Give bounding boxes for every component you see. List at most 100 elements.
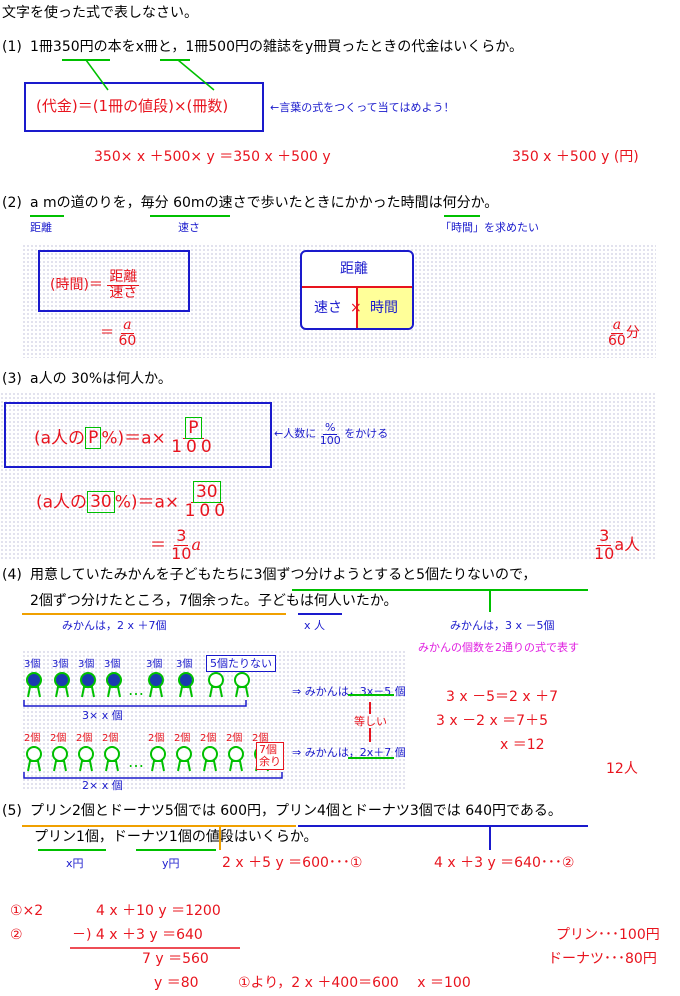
q2-label-want: 「時間」を求めたい — [440, 221, 539, 234]
q1-number: (1) — [2, 39, 22, 55]
q5-row2: －) 4 x ＋3 y ＝640 — [72, 927, 203, 943]
ellipsis: … — [128, 752, 144, 771]
q3-eq-num: 3 — [174, 526, 189, 546]
q3-sub-num: 30 — [192, 481, 221, 503]
q2-answer-num: a — [610, 317, 624, 334]
instruction: 文字を使った式で表しなさい。 — [2, 5, 198, 21]
q2-formula-num: 距離 — [107, 269, 140, 286]
q2-diagram-times: × — [350, 300, 362, 316]
q5-label-y: y円 — [162, 857, 180, 870]
person-icon — [176, 746, 192, 772]
q3-eq-prefix: ＝ — [150, 534, 167, 554]
person-icon — [26, 746, 42, 772]
q2-label-distance: 距離 — [30, 221, 52, 234]
q4-top-arrow: ⇒ みかんは，3x－5 個 — [292, 685, 406, 698]
q2-diagram: 距離 速さ × 時間 — [300, 250, 414, 330]
q4-work1: 3 x －5＝2 x ＋7 — [446, 689, 558, 705]
person-icon — [52, 746, 68, 772]
person-icon — [78, 746, 94, 772]
bottom-person: 2個 — [226, 734, 246, 772]
q4-bottom-arrow: ⇒ みかんは，2x＋7 個 — [292, 746, 406, 759]
q3-sub-p: 30 — [87, 491, 115, 514]
q3-text: a人の 30%は何人か。 — [30, 371, 172, 387]
q4-label-a: みかんは，2 x ＋7個 — [62, 619, 167, 632]
count-label: 3個 — [52, 659, 69, 670]
q2-diagram-top-cell — [302, 252, 412, 288]
bottom-person: 2個 — [50, 734, 70, 772]
q2-diagram-left: 速さ — [314, 300, 342, 316]
q3-formula-num: P — [185, 417, 202, 439]
person-with-orange-icon — [54, 672, 70, 698]
top-person: 3個 — [176, 660, 196, 698]
person-icon — [104, 746, 120, 772]
q4-label-b: x 人 — [304, 619, 326, 632]
q3-note-den: 100 — [319, 433, 341, 447]
person-icon — [208, 672, 224, 698]
count-label: 3個 — [78, 659, 95, 670]
person-icon — [202, 746, 218, 772]
q3-sub-den: 100 — [184, 500, 230, 521]
count-label: 3個 — [146, 659, 163, 670]
top-person: 3個 — [146, 660, 166, 698]
top-person: 3個 — [24, 660, 44, 698]
q2-diagram-right: 時間 — [370, 300, 398, 316]
q3-note: ←人数に %100 をかける — [274, 422, 388, 446]
q5-answer2: ドーナツ･･･80円 — [548, 951, 657, 967]
q2-answer-unit: 分 — [625, 325, 640, 342]
q3-formula-box — [4, 402, 272, 468]
q1-work: 350× x ＋500× y ＝350 x ＋500 y — [94, 149, 331, 165]
count-label: 2個 — [24, 733, 41, 744]
person-icon — [228, 746, 244, 772]
q4-extra-label: 7個余り — [256, 742, 284, 771]
q2-formula-left: (時間)＝ — [50, 277, 103, 294]
ellipsis: … — [128, 680, 144, 699]
person-with-orange-icon — [26, 672, 42, 698]
q5-row2-label: ② — [10, 927, 23, 943]
count-label: 2個 — [200, 733, 217, 744]
count-label: 2個 — [252, 733, 269, 744]
q3-background — [0, 392, 656, 560]
q3-note-suffix: をかける — [344, 427, 389, 441]
count-label: 2個 — [50, 733, 67, 744]
q5-row4a: y ＝80 — [154, 975, 199, 991]
q2-eq-prefix: ＝ — [100, 325, 114, 342]
q2-diagram-divider — [356, 288, 358, 328]
q3-eq-var: a — [191, 534, 202, 554]
q3-number: (3) — [2, 371, 22, 387]
q3-note-num: % — [322, 421, 338, 435]
count-label: 3個 — [176, 659, 193, 670]
bottom-person: 2個 — [102, 734, 122, 772]
person-with-orange-icon — [80, 672, 96, 698]
q3-sub-pct: %)＝a× — [114, 492, 180, 513]
q1-text: 1冊350円の本をx冊と，1冊500円の雑誌をy冊買ったときの代金はいくらか。 — [30, 39, 523, 55]
q3-formula-den: 100 — [171, 436, 216, 457]
bottom-person: 2個 — [148, 734, 168, 772]
q4-bottom-brace: 2× x 個 — [82, 779, 123, 792]
q5-eq1: 2 x ＋5 y ＝600･･･① — [222, 855, 363, 871]
count-label: 2個 — [76, 733, 93, 744]
q3-answer-num: 3 — [597, 526, 612, 546]
q2-answer-den: 60 — [608, 332, 626, 349]
q2-text: a mの道のりを，毎分 60mの速さで歩いたときにかかった時間は何分か。 — [30, 195, 499, 211]
q2-eq-den: 60 — [118, 332, 137, 349]
q5-number: (5) — [2, 803, 22, 819]
q5-label-x: x円 — [66, 857, 84, 870]
bottom-person: 2個 — [76, 734, 96, 772]
bottom-person: 2個 — [174, 734, 194, 772]
count-label: 2個 — [148, 733, 165, 744]
count-label: 2個 — [174, 733, 191, 744]
count-label: 3個 — [104, 659, 121, 670]
q4-label-d: みかんの個数を2通りの式で表す — [418, 641, 579, 654]
top-person: 3個 — [78, 660, 98, 698]
q3-note-prefix: ←人数に — [274, 427, 317, 441]
q1-formula: (代金)＝(1冊の値段)×(冊数) — [36, 97, 229, 115]
q4-line1: 用意していたみかんを子どもたちに3個ずつ分けようとすると5個たりないので， — [30, 567, 537, 583]
top-person — [232, 660, 252, 698]
q4-equal-label: 等しい — [354, 715, 387, 728]
q5-row1-label: ①×2 — [10, 903, 44, 919]
person-icon — [234, 672, 250, 698]
q1-answer: 350 x ＋500 y (円) — [512, 149, 639, 165]
